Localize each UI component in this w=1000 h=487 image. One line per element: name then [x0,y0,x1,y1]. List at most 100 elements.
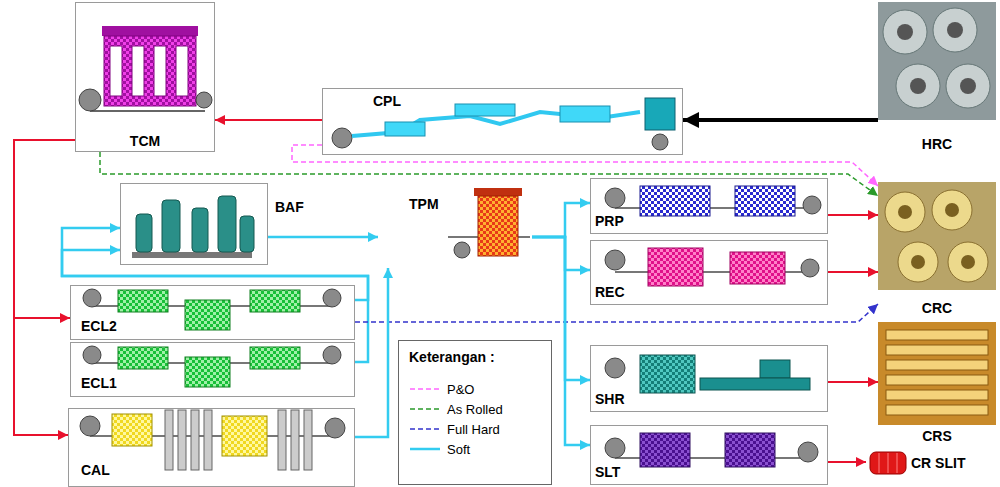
continuous-annealing-line [178,410,186,470]
line-box: CAL [68,408,355,487]
electrolytic-cleaning-line [185,357,230,387]
hot-rolled-coil-photo [878,2,996,120]
flow-connector [828,461,866,463]
cold-rolled-coil-photo [898,242,938,282]
legend-row: P&O [409,379,551,399]
hot-rolled-coil-photo [910,78,926,94]
temper-pass-mill [454,242,470,258]
product-image: HRC [878,2,996,154]
continuous-annealing-line [165,410,173,470]
tandem-cold-mill [132,46,144,96]
node-label: CAL [81,462,110,478]
line-box: SLT [590,425,828,485]
node-label: REC [595,284,625,300]
flow-connector [355,268,388,437]
electrolytic-cleaning-line [118,347,168,369]
product-image: CR SLIT [866,448,996,478]
batch-annealing-furnace [136,214,152,252]
cold-rolled-coil-photo [898,205,912,219]
cold-rolled-sheet-photo [886,360,988,370]
legend-text: Full Hard [447,422,500,437]
electrolytic-cleaning-line [323,289,341,307]
batch-annealing-furnace [132,196,254,258]
legend-line [410,448,440,451]
cold-rolled-sheet-photo [886,330,988,340]
legend-row: Soft [409,439,551,459]
node-label: TPM [409,196,439,212]
electrolytic-cleaning-line [83,289,101,307]
slitting-line [798,442,818,462]
node-label: TCM [130,133,160,149]
pickling-line [645,98,675,130]
hot-rolled-coil-photo [946,64,990,108]
tandem-cold-mill [196,92,212,108]
slit-coil-icon [870,452,906,474]
slit-coil-icon [879,453,880,473]
continuous-annealing-line [204,410,212,470]
legend-row: As Rolled [409,399,551,419]
node-label: ECL1 [81,375,117,391]
legend-sample [409,444,441,454]
pickling-line [332,128,352,148]
batch-annealing-furnace [192,208,208,252]
line-box: REC [590,240,828,305]
preparation-line [605,186,821,216]
recoiling-line [730,252,785,284]
recoiling-line [801,259,819,277]
cold-rolled-sheet-photo [886,345,988,355]
tandem-cold-mill [79,89,101,111]
hot-rolled-coil-photo [896,64,940,108]
flow-connector [62,250,368,362]
shearing-line [760,360,790,378]
line-box: ECL1 [70,342,355,397]
slit-coil-icon [897,453,898,473]
preparation-line [735,186,795,216]
hot-rolled-coil-photo [878,2,996,120]
pickling-line [560,106,610,122]
hot-rolled-coil-photo [883,10,927,54]
slitting-line [640,433,690,467]
tandem-cold-mill [154,46,166,96]
tandem-cold-mill [176,46,188,96]
batch-annealing-furnace [218,196,236,252]
product-image: CRC [878,182,996,318]
flow-connector [683,118,878,122]
recoiling-line [648,248,703,286]
cold-rolled-sheet-photo [878,322,996,425]
cold-rolled-coil-photo [878,182,996,290]
pickling-line [385,122,425,136]
continuous-annealing-line [80,410,345,470]
line-box: CPL [322,88,683,155]
continuous-annealing-line [325,418,345,438]
node-label: CPL [373,93,401,109]
hot-rolled-coil-photo [933,8,977,52]
mill-box: TPM [378,185,532,268]
tandem-cold-mill [102,26,198,36]
shearing-line [605,355,810,393]
slit-coil-icon [870,452,906,474]
product-image: CRS [878,322,996,446]
legend-sample [409,404,441,414]
hot-rolled-coil-photo [960,78,976,94]
continuous-annealing-line [80,416,100,436]
legend-title: Keterangan : [409,349,551,365]
flow-connector [828,271,878,273]
legend-text: As Rolled [447,402,503,417]
continuous-annealing-line [191,410,199,470]
cold-rolled-coil-photo [961,255,975,269]
legend-sample [409,384,441,394]
cold-rolled-coil-photo [911,255,925,269]
legend-text: Soft [447,442,470,457]
node-label: CR SLIT [911,455,965,471]
preparation-line [803,196,821,214]
temper-pass-mill [478,196,518,256]
shearing-line [605,358,625,378]
legend-line [410,408,440,410]
preparation-line [640,186,710,216]
flow-connector [828,381,878,383]
electrolytic-cleaning-line [250,347,300,369]
node-label: CRS [922,428,952,444]
slitting-line [605,438,625,458]
tandem-cold-mill [90,110,205,112]
